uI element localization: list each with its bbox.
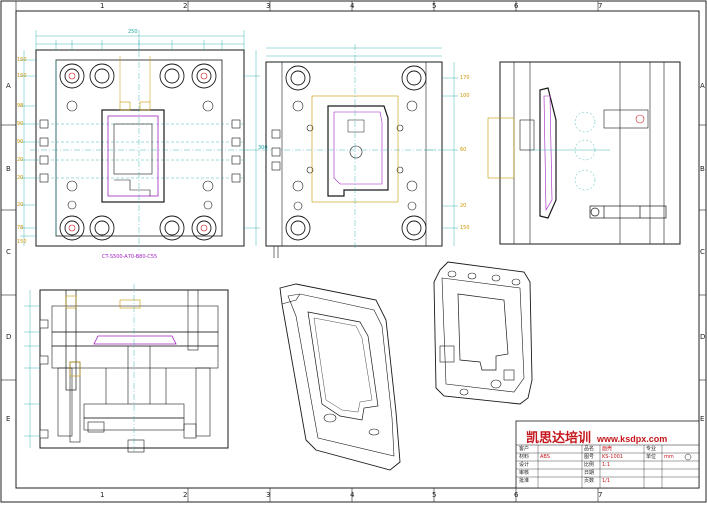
view-caption: CT-S500-A70-B80-C55 (102, 254, 158, 260)
tb-label: 审核 (519, 470, 530, 476)
tb-label: 客户 (519, 446, 530, 452)
zone-label-col: 1 (100, 491, 105, 499)
tb-value: 1:1 (602, 462, 611, 468)
zone-label-row: D (6, 333, 12, 341)
zone-label-col: 1 (100, 2, 105, 10)
zone-label-col: 6 (514, 2, 519, 10)
plan-view-moving-half (262, 44, 458, 258)
zone-label-col: 2 (183, 2, 188, 10)
tb-value: ABS (540, 454, 550, 460)
tb-value: mm (664, 454, 674, 460)
zone-label-col: 5 (432, 2, 437, 10)
dim-left: 150 (17, 57, 27, 63)
tb-label: 图号 (584, 454, 595, 460)
tb-label: 页数 (584, 478, 595, 484)
tb-label: 单位 (646, 454, 657, 460)
zone-label-col: 3 (266, 2, 271, 10)
zone-label-row: B (700, 165, 705, 173)
zone-label-row: D (700, 333, 706, 341)
zone-label-row: E (700, 415, 705, 423)
zone-label-row: B (6, 165, 11, 173)
zone-label-col: 4 (350, 491, 355, 499)
tb-label: 材料 (519, 454, 530, 460)
dim-right: 60 (460, 147, 467, 153)
dim-left: 150 (17, 239, 27, 245)
dim-left: 90 (17, 121, 24, 127)
plan-view-fixed-half (20, 30, 260, 250)
zone-label-row: A (6, 82, 11, 90)
zone-label-row: C (6, 248, 11, 256)
zone-label-row: A (700, 82, 705, 90)
zone-label-col: 3 (266, 491, 271, 499)
side-section-view (487, 61, 681, 245)
dim-right: 100 (460, 93, 470, 99)
zone-label-col: 5 (432, 491, 437, 499)
dim-left: 90 (17, 139, 24, 145)
brand-url: www.ksdpx.com (597, 434, 668, 444)
dim-side-height: 300 (258, 145, 268, 151)
iso-part-back (433, 261, 533, 405)
dim-left: 150 (17, 73, 27, 79)
dim-right: 150 (460, 225, 470, 231)
tb-value: 1/1 (602, 478, 611, 484)
title-block (515, 420, 700, 489)
zone-label-col: 7 (598, 2, 603, 10)
zone-label-col: 4 (350, 2, 355, 10)
frame-border (15, 10, 700, 489)
zone-label-col: 2 (183, 491, 188, 499)
dim-top-width: 250 (128, 29, 138, 35)
tb-label: 品名 (584, 446, 595, 452)
tb-label: 比例 (584, 462, 595, 468)
tb-value: 面壳 (602, 446, 613, 452)
dim-right: 20 (460, 203, 467, 209)
tb-label: 设计 (519, 462, 530, 468)
tb-label: 日期 (584, 470, 595, 476)
dim-left: 20 (17, 202, 24, 208)
tb-value: KS-1001 (602, 454, 623, 460)
dim-left: 20 (17, 157, 24, 163)
tb-label: 批准 (519, 478, 530, 484)
dim-left: 78 (17, 225, 24, 231)
zone-label-col: 7 (598, 491, 603, 499)
zone-label-col: 6 (514, 491, 519, 499)
dim-left: 20 (17, 175, 24, 181)
zone-label-row: E (6, 415, 11, 423)
brand-watermark: 凯思达培训 www.ksdpx.com (526, 427, 667, 446)
dim-left: 98 (17, 103, 24, 109)
brand-name: 凯思达培训 (526, 431, 592, 446)
zone-label-row: C (700, 248, 705, 256)
iso-part-front (279, 283, 401, 471)
tb-label: 专业 (646, 446, 657, 452)
front-section-view (24, 284, 229, 453)
dim-right: 170 (460, 75, 470, 81)
